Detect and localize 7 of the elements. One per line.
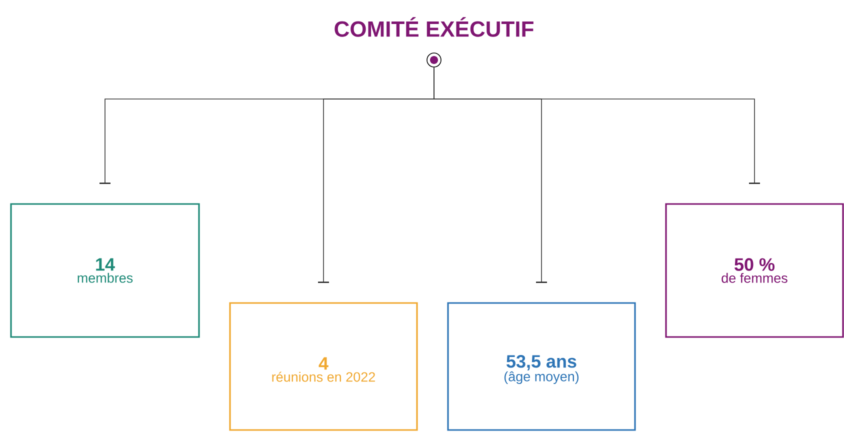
stat-box: 53,5 ans (âge moyen) (447, 302, 636, 431)
connector-dot (426, 52, 442, 68)
stat-box: 14 membres (10, 203, 200, 338)
stat-box: 4 réunions en 2022 (229, 302, 418, 431)
stat-box: 50 % de femmes (665, 203, 844, 338)
title: COMITÉ EXÉCUTIF (334, 17, 534, 37)
connector (434, 67, 760, 184)
